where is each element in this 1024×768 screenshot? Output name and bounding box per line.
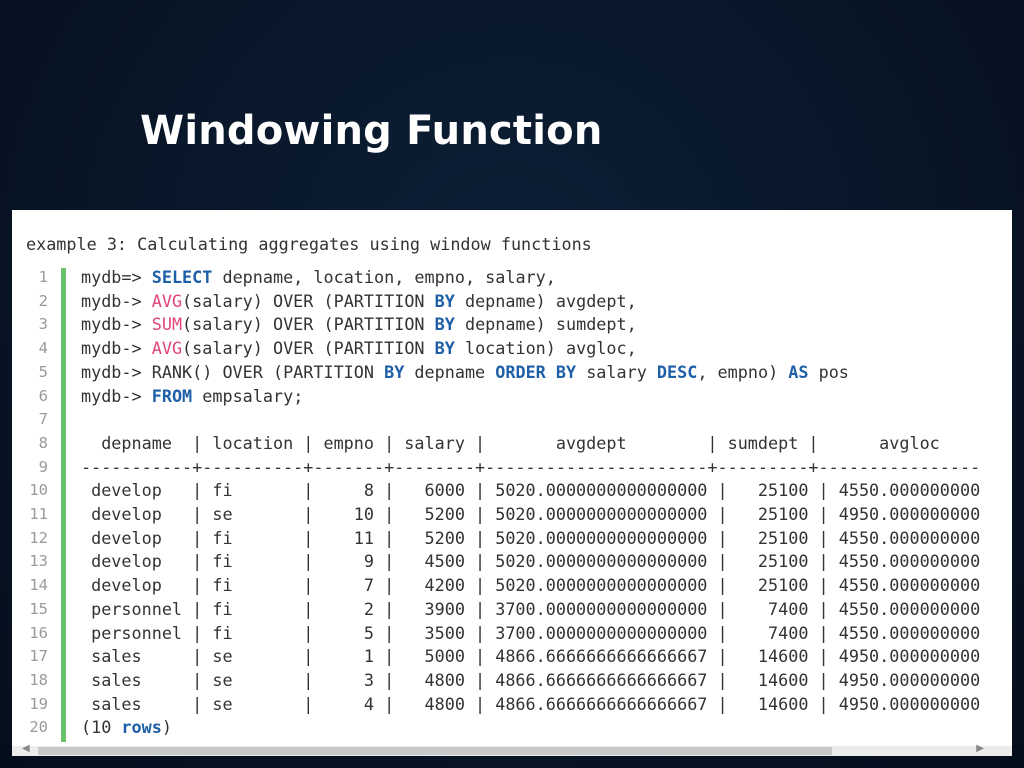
code-text: sales | se | 1 | 5000 | 4866.66666666666… xyxy=(81,646,981,667)
line-number: 2 xyxy=(38,291,48,310)
code-text: empsalary; xyxy=(192,385,304,406)
line-number: 16 xyxy=(29,623,48,642)
line-number: 8 xyxy=(38,433,48,452)
code-text: ) xyxy=(161,717,172,738)
sql-function: SUM xyxy=(151,314,183,335)
line-number: 7 xyxy=(38,410,48,429)
line-number: 19 xyxy=(29,694,48,713)
code-line: mydb-> AVG(salary) OVER (PARTITION BY de… xyxy=(81,290,637,314)
sql-keyword: BY xyxy=(384,361,405,382)
code-text: , empno) xyxy=(697,361,789,382)
code-line: (10 rows) xyxy=(81,716,172,740)
code-line: personnel | fi | 2 | 3900 | 3700.0000000… xyxy=(81,598,980,622)
sql-keyword: FROM xyxy=(151,385,193,406)
code-line: -----------+----------+-------+--------+… xyxy=(81,456,980,480)
code-line: mydb-> AVG(salary) OVER (PARTITION BY lo… xyxy=(81,337,637,361)
code-text: mydb-> xyxy=(81,290,152,311)
line-number: 9 xyxy=(38,457,48,476)
line-number: 11 xyxy=(29,505,48,523)
scroll-right-icon[interactable]: ▶ xyxy=(976,743,984,754)
line-number: 15 xyxy=(29,599,48,618)
code-accent-bar xyxy=(61,268,66,742)
line-number: 10 xyxy=(29,481,48,500)
code-text: develop | fi | 7 | 4200 | 5020.000000000… xyxy=(81,575,981,596)
line-number: 14 xyxy=(29,576,48,595)
code-text: location) avgloc, xyxy=(454,338,637,359)
code-line: sales | se | 1 | 5000 | 4866.66666666666… xyxy=(81,645,980,669)
code-text: sales | se | 3 | 4800 | 4866.66666666666… xyxy=(81,669,981,690)
code-text: develop | fi | 8 | 6000 | 5020.000000000… xyxy=(81,480,981,501)
code-text: depname xyxy=(404,361,496,382)
sql-function: AVG xyxy=(151,290,183,311)
sql-keyword: SELECT xyxy=(151,267,213,287)
code-text: mydb-> xyxy=(81,338,152,359)
code-text: depname | location | empno | salary | av… xyxy=(81,432,940,453)
code-text: mydb-> xyxy=(81,385,152,406)
code-line: develop | fi | 11 | 5200 | 5020.00000000… xyxy=(81,527,980,551)
code-text: (salary) OVER (PARTITION xyxy=(182,290,435,311)
sql-keyword: BY xyxy=(434,314,455,335)
code-line: mydb-> RANK() OVER (PARTITION BY depname… xyxy=(81,361,849,385)
code-text: mydb-> xyxy=(81,314,152,335)
code-text: develop | se | 10 | 5200 | 5020.00000000… xyxy=(81,504,981,524)
code-panel: example 3: Calculating aggregates using … xyxy=(12,210,1012,756)
code-line: mydb=> SELECT depname, location, empno, … xyxy=(81,266,556,290)
line-number: 4 xyxy=(38,339,48,358)
sql-keyword: DESC xyxy=(656,361,698,382)
code-text: -----------+----------+-------+--------+… xyxy=(81,456,981,477)
code-line: sales | se | 4 | 4800 | 4866.66666666666… xyxy=(81,693,980,717)
code-line: develop | fi | 9 | 4500 | 5020.000000000… xyxy=(81,550,980,574)
sql-keyword: rows xyxy=(121,717,162,738)
code-text: mydb=> xyxy=(81,267,152,287)
code-line: develop | fi | 7 | 4200 | 5020.000000000… xyxy=(81,574,980,598)
slide-title: Windowing Function xyxy=(140,108,603,154)
code-caption: example 3: Calculating aggregates using … xyxy=(26,234,592,254)
sql-function: AVG xyxy=(151,338,183,359)
sql-keyword: BY xyxy=(434,290,455,311)
code-text: develop | fi | 9 | 4500 | 5020.000000000… xyxy=(81,551,981,572)
code-text: depname) avgdept, xyxy=(454,290,637,311)
code-text: depname) sumdept, xyxy=(454,314,637,335)
line-number: 12 xyxy=(29,528,48,547)
line-number: 18 xyxy=(29,670,48,689)
code-line: depname | location | empno | salary | av… xyxy=(81,432,940,456)
code-line: mydb-> SUM(salary) OVER (PARTITION BY de… xyxy=(81,313,637,337)
code-text: mydb-> RANK() OVER (PARTITION xyxy=(81,361,385,382)
horizontal-scrollbar[interactable]: ◀ ▶ xyxy=(12,743,1012,756)
code-text: (salary) OVER (PARTITION xyxy=(182,314,435,335)
code-text: personnel | fi | 2 | 3900 | 3700.0000000… xyxy=(81,598,981,619)
code-text: depname, location, empno, salary, xyxy=(212,267,556,287)
sql-keyword: AS xyxy=(788,361,809,382)
line-number: 1 xyxy=(38,268,48,286)
line-number: 5 xyxy=(38,362,48,381)
scrollbar-thumb[interactable] xyxy=(38,747,832,755)
code-line: personnel | fi | 5 | 3500 | 3700.0000000… xyxy=(81,622,980,646)
code-text: salary xyxy=(576,361,657,382)
code-line: mydb-> FROM empsalary; xyxy=(81,385,303,409)
line-number: 17 xyxy=(29,647,48,666)
code-text: pos xyxy=(808,361,849,382)
line-number: 3 xyxy=(38,315,48,334)
code-text: personnel | fi | 5 | 3500 | 3700.0000000… xyxy=(81,622,981,643)
sql-keyword: BY xyxy=(434,338,455,359)
scroll-left-icon[interactable]: ◀ xyxy=(22,743,30,754)
sql-keyword: ORDER BY xyxy=(495,361,577,382)
code-text: (salary) OVER (PARTITION xyxy=(182,338,435,359)
code-line: develop | se | 10 | 5200 | 5020.00000000… xyxy=(81,503,980,527)
line-number: 6 xyxy=(38,386,48,405)
code-text: develop | fi | 11 | 5200 | 5020.00000000… xyxy=(81,527,981,548)
code-line: develop | fi | 8 | 6000 | 5020.000000000… xyxy=(81,479,980,503)
line-number: 20 xyxy=(29,718,48,737)
code-text: (10 xyxy=(81,717,122,738)
code-line: sales | se | 3 | 4800 | 4866.66666666666… xyxy=(81,669,980,693)
code-text: sales | se | 4 | 4800 | 4866.66666666666… xyxy=(81,693,981,714)
line-number: 13 xyxy=(29,552,48,571)
